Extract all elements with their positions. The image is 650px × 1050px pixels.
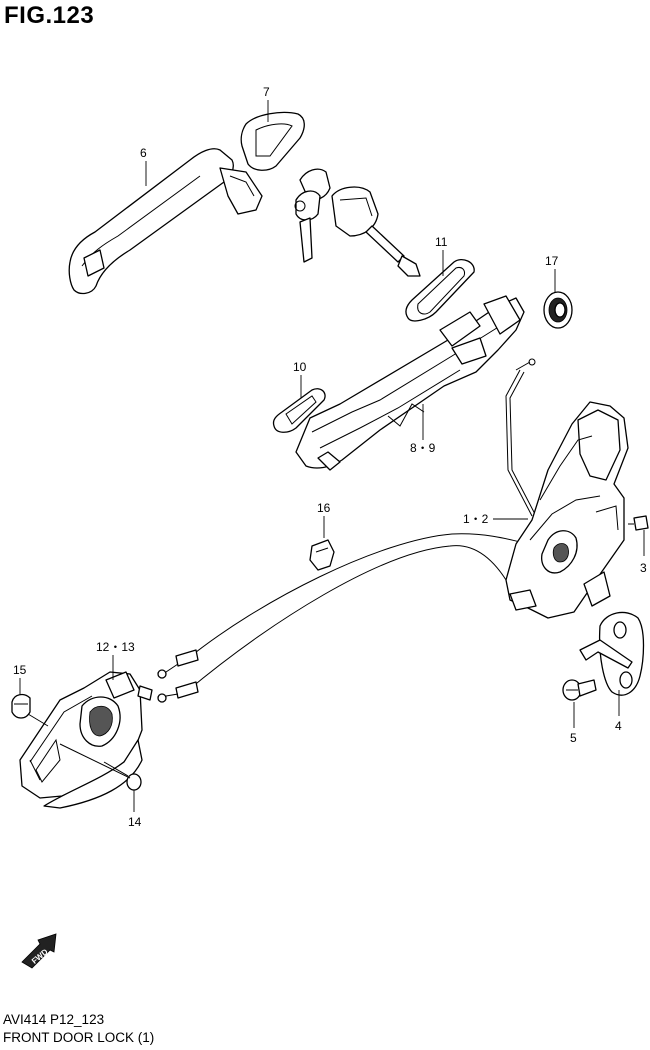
part-key-cylinder [294, 168, 421, 277]
svg-text:14: 14 [128, 815, 142, 829]
svg-text:5: 5 [570, 731, 577, 745]
part-outer-handle [68, 148, 263, 295]
callout-3: 3 [640, 530, 647, 575]
callout-4: 4 [615, 690, 622, 733]
callout-8-9: 8・9 [410, 404, 436, 455]
fwd-arrow-icon: FWD [21, 933, 57, 969]
svg-text:10: 10 [293, 360, 307, 374]
svg-text:3: 3 [640, 561, 647, 575]
svg-text:12・13: 12・13 [96, 640, 135, 654]
svg-text:8・9: 8・9 [410, 441, 436, 455]
part-handle-cap [240, 111, 305, 171]
figure-caption: FRONT DOOR LOCK (1) [3, 1030, 155, 1045]
part-gasket-10 [272, 388, 326, 433]
figure-code: AVI414 P12_123 [3, 1012, 105, 1027]
svg-text:7: 7 [263, 85, 270, 99]
callout-7: 7 [263, 85, 270, 122]
part-striker-4 [579, 611, 645, 696]
callout-17: 17 [545, 254, 559, 292]
svg-text:16: 16 [317, 501, 331, 515]
svg-text:6: 6 [140, 146, 147, 160]
part-bolt-3 [628, 515, 649, 531]
part-screw-14 [59, 743, 142, 791]
svg-text:11: 11 [435, 235, 448, 249]
callout-15: 15 [13, 663, 49, 727]
callout-14: 14 [128, 790, 142, 829]
part-cables [157, 533, 547, 703]
callout-1-2: 1・2 [463, 512, 528, 526]
part-cap-15 [11, 693, 31, 719]
part-screw-5 [562, 679, 597, 701]
callout-11: 11 [435, 235, 448, 276]
part-grommet-17 [543, 291, 573, 329]
callout-6: 6 [140, 146, 147, 186]
part-clip-16 [309, 539, 335, 571]
part-gasket-11 [405, 258, 475, 322]
callout-5: 5 [570, 702, 577, 745]
part-link-rod [505, 369, 537, 517]
svg-text:15: 15 [13, 663, 27, 677]
svg-text:1・2: 1・2 [463, 512, 489, 526]
figure-title: FIG.123 [4, 2, 95, 29]
callout-12-13: 12・13 [96, 640, 135, 680]
svg-text:17: 17 [545, 254, 559, 268]
callout-16: 16 [317, 501, 331, 538]
part-door-latch [505, 401, 629, 619]
callout-10: 10 [293, 360, 307, 398]
svg-text:4: 4 [615, 719, 622, 733]
part-handle-frame [295, 295, 536, 471]
